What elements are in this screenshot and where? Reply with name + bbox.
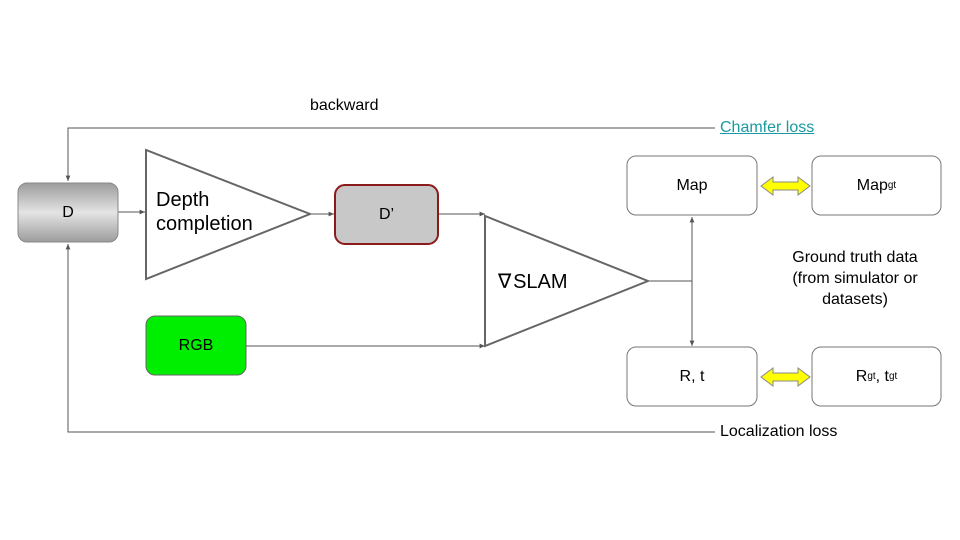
d-label: D (62, 203, 74, 221)
backward-feedback-line (65, 127, 715, 181)
depth-completion-line-1: Depth (156, 189, 210, 211)
rgb-label: RGB (178, 336, 214, 354)
nabla-symbol: ∇ (498, 271, 512, 293)
chamfer-loss-link[interactable]: Chamfer loss (720, 119, 815, 136)
rt-compare-double-arrow (760, 367, 811, 387)
slam-text: SLAM (513, 271, 568, 293)
rt-gt-separator: , (875, 367, 885, 385)
map-gt-base: Map (856, 176, 888, 194)
rt-gt-node (811, 346, 942, 407)
rt-node (626, 346, 758, 407)
rt-label: R, t (679, 367, 705, 385)
map-label: Map (676, 176, 708, 194)
d-prime-label: D’ (378, 205, 395, 223)
map-node (626, 155, 758, 216)
depth-completion-label: Depth completion (156, 188, 253, 236)
ground-truth-line-2: (from simulator or (792, 270, 918, 287)
ground-truth-line-1: Ground truth data (792, 249, 918, 266)
slam-label: ∇ SLAM (498, 269, 568, 294)
depth-completion-block (145, 148, 313, 281)
localization-feedback-line (65, 244, 715, 433)
map-gt-node (811, 155, 942, 216)
ground-truth-note: Ground truth data (from simulator or dat… (775, 247, 935, 310)
d-node (17, 182, 119, 243)
r-gt-base: R (855, 367, 868, 385)
map-compare-double-arrow (760, 176, 811, 196)
rgb-node (145, 315, 247, 376)
depth-completion-line-2: completion (156, 213, 253, 235)
t-gt-base: t (884, 367, 889, 385)
backward-label: backward (310, 97, 379, 114)
localization-loss-label: Localization loss (720, 423, 838, 440)
d-prime-node (334, 184, 439, 245)
slam-block (484, 214, 651, 348)
ground-truth-line-3: datasets) (822, 291, 888, 308)
